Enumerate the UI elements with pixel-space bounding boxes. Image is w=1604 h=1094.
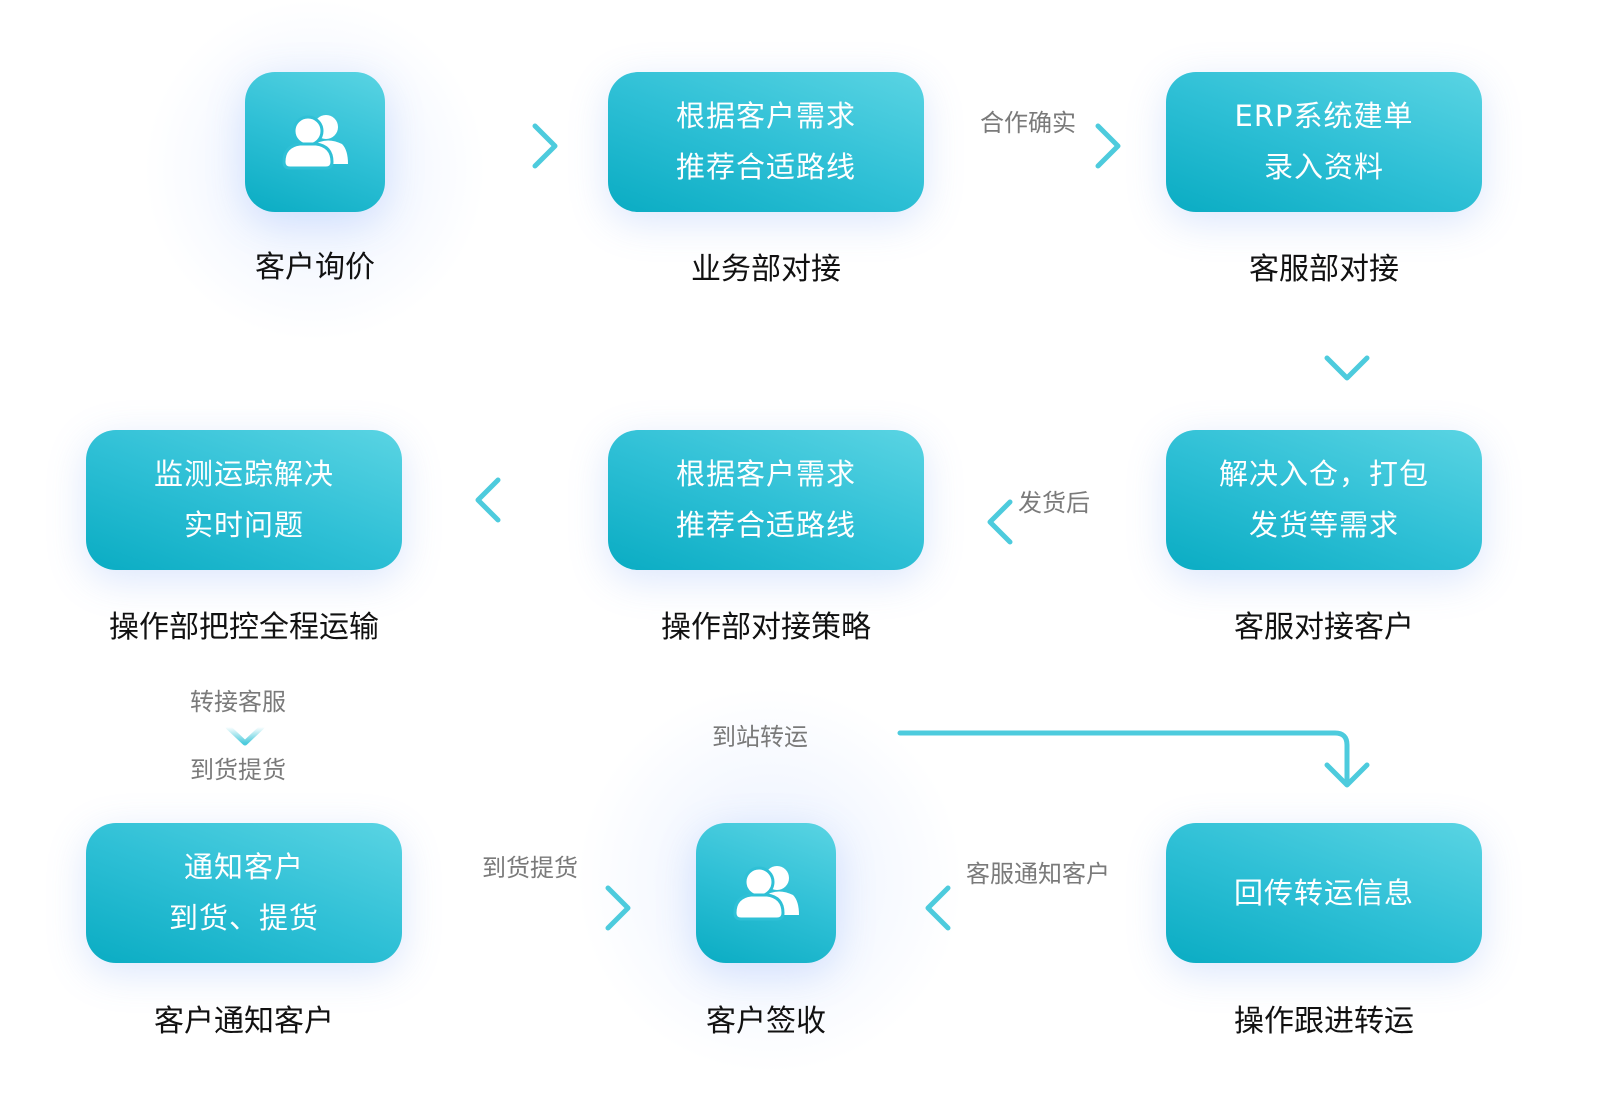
node-text: 到货、提货 [168,901,319,935]
caption-inquiry: 客户询价 [255,250,375,285]
arrow-monitor-to-notify [225,724,265,746]
arrow-erp-to-warehouse [1324,312,1370,381]
caption-strategy: 操作部对接策略 [661,610,871,645]
node-inquiry [245,72,385,212]
node-text: 录入资料 [1263,150,1384,184]
label-arrival-pickup-2: 到货提货 [482,854,578,882]
caption-notify: 客户通知客户 [154,1004,334,1039]
node-signoff [696,823,836,963]
node-monitor: 监测运踪解决 实时问题 [86,430,402,570]
label-arrival-pickup: 到货提货 [190,756,286,784]
arrow-strategy-to-monitor [475,477,573,523]
label-cs-notify: 客服通知客户 [966,860,1110,888]
node-text: 监测运踪解决 [153,457,334,491]
caption-signoff: 客户签收 [706,1004,826,1039]
node-strategy: 根据客户需求 推荐合适路线 [608,430,924,570]
node-text: 解决入仓，打包 [1218,457,1429,491]
arrow-sales-to-erp [1017,123,1121,169]
label-after-ship: 发货后 [1018,489,1090,517]
node-notify: 通知客户 到货、提货 [86,823,402,963]
node-text: 通知客户 [183,850,304,884]
arrow-warehouse-to-strategy [987,499,1093,545]
arrow-station-transfer [377,730,1370,788]
node-erp: ERP系统建单 录入资料 [1166,72,1482,212]
node-warehouse: 解决入仓，打包 发货等需求 [1166,430,1482,570]
label-station-transfer: 到站转运 [712,723,808,751]
node-text: 根据客户需求 [675,99,856,133]
node-feedback: 回传转运信息 [1166,823,1482,963]
node-text: 推荐合适路线 [675,150,856,184]
node-text: 回传转运信息 [1233,875,1414,910]
arrow-feedback-to-signoff [925,885,1028,931]
caption-sales: 业务部对接 [691,252,841,287]
node-text: 实时问题 [183,508,304,542]
node-sales: 根据客户需求 推荐合适路线 [608,72,924,212]
arrow-inquiry-to-sales [462,123,558,169]
caption-feedback: 操作跟进转运 [1234,1004,1414,1039]
node-text: 发货等需求 [1248,508,1399,542]
users-icon [282,115,348,170]
node-text: 根据客户需求 [675,457,856,491]
caption-erp: 客服部对接 [1249,252,1399,287]
caption-monitor: 操作部把控全程运输 [109,610,379,645]
caption-warehouse: 客服对接客户 [1234,610,1414,645]
node-text: 推荐合适路线 [675,508,856,542]
arrow-notify-to-signoff [497,885,631,931]
node-text: ERP系统建单 [1234,99,1414,133]
label-transfer-cs: 转接客服 [190,688,286,716]
users-icon [733,866,799,921]
label-confirm: 合作确实 [980,109,1076,137]
